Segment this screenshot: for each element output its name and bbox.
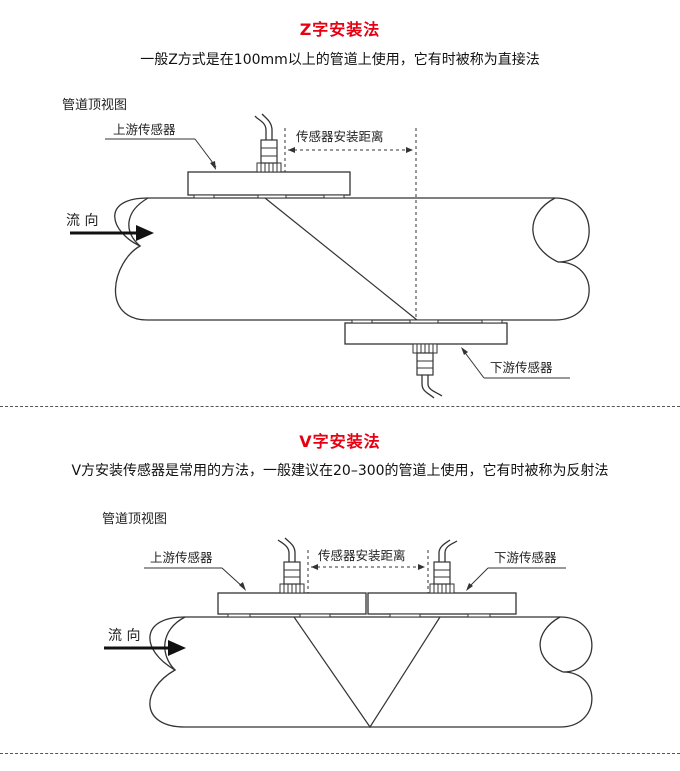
v-upstream-connector: [277, 537, 305, 594]
z-view-label: 管道顶视图: [62, 98, 127, 113]
section-divider-1: [0, 406, 680, 407]
z-upstream-leader: 上游传感器: [105, 122, 217, 170]
z-pipe: [114, 197, 590, 321]
z-distance-label: 传感器安装距离: [296, 129, 384, 144]
v-pipe: [149, 616, 593, 728]
v-distance-dimension: 传感器安装距离: [307, 548, 429, 593]
v-method-diagram: 管道顶视图: [102, 512, 593, 729]
z-method-subtitle: 一般Z方式是在100mm以上的管道上使用，它有时被称为直接法: [140, 52, 540, 68]
v-downstream-label: 下游传感器: [494, 550, 557, 565]
z-downstream-label: 下游传感器: [490, 360, 553, 375]
z-method-title: Z字安装法: [299, 20, 381, 39]
v-view-label: 管道顶视图: [102, 512, 167, 527]
z-flow-label: 流 向: [66, 213, 98, 229]
z-upstream-transducer: [187, 113, 351, 199]
z-distance-dimension: 传感器安装距离: [284, 128, 417, 320]
v-method-subtitle: V方安装传感器是常用的方法，一般建议在20–300的管道上使用，它有时被称为反射…: [71, 463, 609, 479]
v-signal-path: [293, 616, 441, 729]
z-downstream-leader: 下游传感器: [461, 347, 570, 379]
v-method-title: V字安装法: [299, 432, 381, 451]
v-flow-arrow: 流 向: [104, 628, 186, 656]
v-upstream-leader: 上游传感器: [144, 550, 246, 591]
v-transducer-block: [217, 592, 517, 618]
v-flow-label: 流 向: [108, 628, 140, 644]
z-downstream-transducer: [344, 319, 508, 399]
section-divider-2: [0, 753, 680, 754]
v-downstream-connector: [429, 539, 458, 594]
v-distance-label: 传感器安装距离: [318, 548, 406, 563]
z-signal-path: [264, 197, 418, 321]
z-method-diagram: 管道顶视图: [62, 98, 590, 399]
v-upstream-label: 上游传感器: [150, 550, 213, 565]
z-flow-arrow: 流 向: [66, 213, 154, 241]
v-downstream-leader: 下游传感器: [466, 550, 566, 591]
z-upstream-label: 上游传感器: [113, 122, 176, 137]
